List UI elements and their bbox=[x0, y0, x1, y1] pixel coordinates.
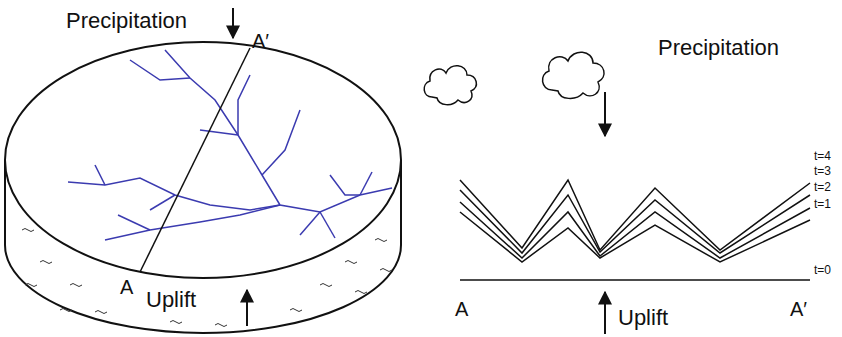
process-label: Precipitation bbox=[66, 9, 187, 33]
time-label: t=0 bbox=[814, 264, 831, 277]
section-line bbox=[140, 48, 250, 272]
time-label: t=1 bbox=[814, 198, 831, 211]
uplift-arrow bbox=[246, 290, 248, 326]
process-label: Uplift bbox=[146, 288, 196, 312]
texture-marks bbox=[22, 229, 392, 327]
process-label: Uplift bbox=[618, 306, 668, 330]
process-label: Precipitation bbox=[658, 36, 779, 60]
profile-lines bbox=[460, 180, 810, 280]
uplift-arrow bbox=[604, 292, 606, 334]
precipitation-arrow bbox=[604, 92, 606, 136]
section-end-label: A bbox=[120, 276, 133, 298]
block-outline bbox=[5, 42, 401, 333]
section-end-label: A′ bbox=[252, 30, 269, 52]
section-end-label: A′ bbox=[790, 298, 807, 320]
cloud bbox=[424, 52, 604, 104]
precipitation-arrow bbox=[232, 8, 234, 38]
river-network bbox=[68, 50, 392, 240]
time-label: t=3 bbox=[814, 165, 831, 178]
time-label: t=4 bbox=[814, 150, 831, 163]
section-end-label: A bbox=[455, 298, 468, 320]
time-label: t=2 bbox=[814, 181, 831, 194]
